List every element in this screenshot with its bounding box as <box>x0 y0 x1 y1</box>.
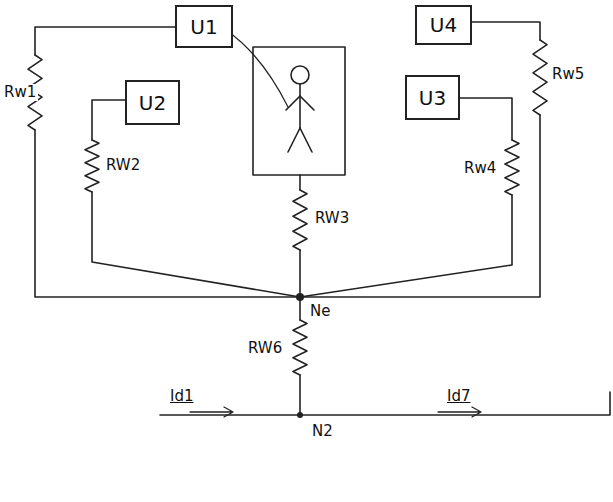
wire <box>35 130 300 297</box>
resistor-label: RW3 <box>313 210 351 227</box>
resistor-symbol <box>85 140 99 192</box>
wire <box>472 22 540 40</box>
resistor-symbol <box>505 140 519 195</box>
junction-dot <box>296 293 304 301</box>
wire <box>300 115 540 297</box>
resistor-label: Rw4 <box>462 160 498 177</box>
unit-label: U2 <box>139 91 166 115</box>
person-figure <box>286 66 314 152</box>
wire <box>460 98 512 140</box>
node-label: N2 <box>310 423 335 440</box>
resistor-symbol <box>293 190 307 250</box>
unit-label: U3 <box>419 86 446 110</box>
resistor-label: Rw5 <box>550 66 586 83</box>
unit-box: U2 <box>125 80 180 125</box>
wire <box>299 375 301 415</box>
current-label: Id7 <box>445 388 473 405</box>
resistor-label: Rw1 <box>2 84 38 101</box>
wire <box>299 250 301 297</box>
resistor-label: RW2 <box>104 157 142 174</box>
unit-label: U1 <box>190 15 217 39</box>
resistor-symbol <box>293 320 307 375</box>
junction-dot <box>297 412 303 418</box>
unit-box: U4 <box>415 5 472 45</box>
node-label: Ne <box>308 303 332 320</box>
wire <box>299 175 301 190</box>
current-arrow <box>438 407 481 417</box>
current-arrow <box>190 407 233 417</box>
unit-label: U4 <box>430 13 457 37</box>
unit-box: U1 <box>175 5 233 48</box>
unit-box: U3 <box>405 75 460 120</box>
wire <box>92 100 125 140</box>
wire <box>35 27 175 55</box>
resistor-symbol <box>533 40 547 115</box>
wire <box>300 195 512 297</box>
current-label: Id1 <box>168 388 196 405</box>
resistor-group <box>28 40 547 375</box>
wire <box>92 192 300 297</box>
contact-line <box>226 30 288 107</box>
resistor-label: RW6 <box>246 340 284 357</box>
person-box <box>253 47 345 175</box>
